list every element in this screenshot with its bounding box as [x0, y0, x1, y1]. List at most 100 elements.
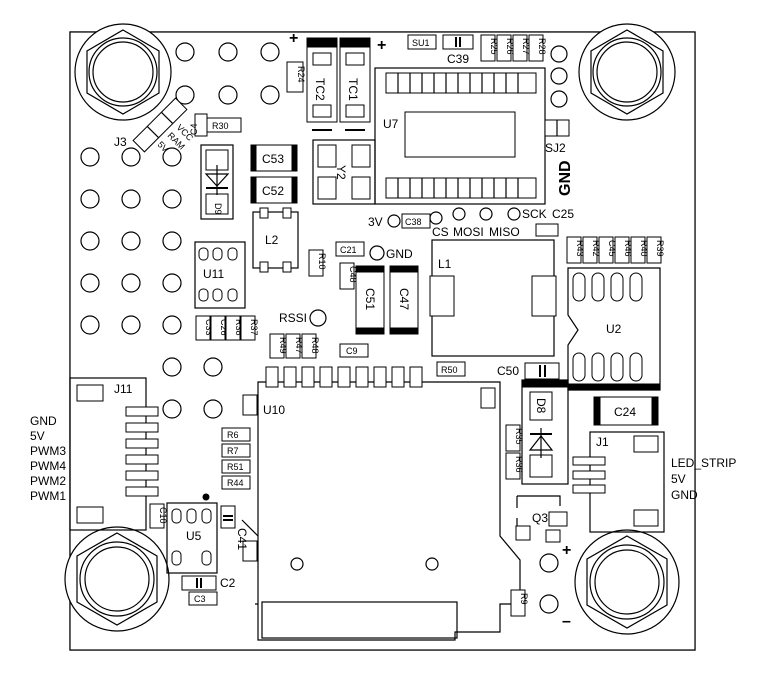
svg-text:SCK: SCK [522, 207, 547, 221]
svg-text:C50: C50 [497, 364, 519, 378]
svg-text:C4: C4 [189, 123, 199, 135]
svg-text:C51: C51 [363, 288, 377, 310]
resistors-r35-r36: R35 R36 [505, 424, 524, 480]
tc-plus-left: + [289, 30, 298, 47]
svg-text:R30: R30 [212, 121, 229, 131]
capacitor-c51: C51 [355, 265, 385, 335]
diode-d8: D8 [521, 379, 569, 485]
pwm-pin-label: PWM4 [30, 459, 66, 473]
svg-text:C38: C38 [405, 217, 422, 227]
mounting-hole-bottom-right [574, 529, 680, 635]
svg-text:RSSI: RSSI [279, 311, 307, 325]
svg-text:C26: C26 [219, 319, 229, 336]
svg-text:SU1: SU1 [412, 38, 430, 48]
svg-text:–: – [562, 613, 571, 630]
gnd-pad-label: GND [386, 247, 413, 261]
svg-text:C24: C24 [614, 405, 636, 419]
led-pin-labels: LED_STRIP 5V GND [671, 456, 736, 502]
pwm-pin-labels: GND 5V PWM3 PWM4 PWM2 PWM1 [30, 414, 66, 503]
resistor-su1: SU1 [407, 34, 437, 50]
capacitor-c53: C53 [250, 144, 298, 172]
svg-text:TC1: TC1 [346, 78, 360, 101]
capacitor-c3: C3 [188, 591, 218, 606]
resistor-r24: R24 [286, 61, 306, 93]
svg-text:R44: R44 [227, 478, 244, 488]
svg-text:C47: C47 [397, 288, 411, 310]
connector-j1: J1 [572, 431, 665, 533]
svg-text:R24: R24 [296, 66, 306, 83]
capacitor-c52: C52 [250, 176, 298, 204]
chip-u11: U11 [194, 241, 246, 309]
svg-text:+: + [562, 542, 571, 559]
capacitor-c47: C47 [389, 265, 419, 335]
transistor-q3: Q3 [515, 495, 568, 543]
svg-text:R36: R36 [514, 456, 524, 473]
spi-test-pads: 3V C38 CS MOSI MISO SCK C25 [368, 207, 574, 239]
svg-text:D8: D8 [534, 398, 548, 414]
svg-text:C21: C21 [340, 245, 357, 255]
svg-text:CS: CS [432, 225, 449, 239]
svg-text:R6: R6 [227, 430, 239, 440]
pwm-pin-label: PWM3 [30, 444, 66, 458]
svg-text:L1: L1 [438, 257, 452, 271]
svg-text:R26: R26 [505, 38, 515, 55]
svg-text:R9: R9 [519, 593, 529, 605]
chip-u2: U2 [567, 267, 661, 391]
svg-text:C53: C53 [262, 152, 284, 166]
led-pin-label: 5V [671, 472, 686, 486]
battery-pads: + – [539, 542, 571, 630]
svg-text:R39: R39 [655, 240, 665, 257]
pwm-pin-label: 5V [30, 429, 45, 443]
svg-text:U5: U5 [186, 529, 202, 543]
svg-text:R49: R49 [278, 337, 288, 354]
svg-text:R35: R35 [514, 428, 524, 445]
chip-u5: U5 [166, 493, 218, 574]
led-pin-label: LED_STRIP [671, 456, 736, 470]
capacitor-c50: C50 [497, 362, 560, 380]
svg-text:C39: C39 [447, 52, 469, 66]
capacitor-c48: C48 [339, 262, 358, 290]
svg-text:Q3: Q3 [532, 511, 548, 525]
svg-text:R37: R37 [249, 319, 259, 336]
mounting-hole-top-left [74, 23, 172, 121]
mounting-hole-bottom-left [64, 526, 170, 632]
svg-text:R48: R48 [310, 337, 320, 354]
svg-text:D9: D9 [213, 203, 223, 215]
capacitor-c39: C39 [442, 34, 474, 66]
svg-text:U2: U2 [606, 322, 622, 336]
gnd-test-pad [369, 245, 385, 261]
svg-text:C3: C3 [194, 594, 206, 604]
jumper-sj2: SJ2 [544, 119, 570, 155]
svg-text:C52: C52 [262, 184, 284, 198]
capacitor-tc1: TC1 [339, 37, 371, 131]
capacitor-tc2: TC2 [306, 37, 338, 131]
resistor-r9: R9 [510, 589, 529, 617]
sd-slot-u10: U10 [241, 366, 521, 641]
rssi-test-pad: RSSI [279, 309, 327, 327]
svg-text:C48: C48 [348, 266, 358, 283]
svg-text:Y2: Y2 [334, 165, 348, 180]
resistor-array-r25-r28: R25 R26 R27 R28 [480, 34, 547, 62]
svg-text:R28: R28 [537, 38, 547, 55]
svg-text:MISO: MISO [489, 225, 520, 239]
tc-plus-right: + [377, 37, 386, 54]
capacitor-c2: C2 [181, 575, 236, 591]
gnd-vertical-label: GND [557, 160, 574, 196]
pwm-pin-label: GND [30, 414, 57, 428]
diode-d9: D9 [200, 144, 234, 220]
chip-u7: U7 [374, 67, 546, 205]
svg-text:R7: R7 [227, 446, 239, 456]
svg-text:C2: C2 [220, 576, 236, 590]
connector-j3: J3 VCC RAM 5V [114, 97, 195, 154]
svg-text:U11: U11 [203, 267, 224, 281]
capacitor-c10: C10 [149, 503, 168, 529]
svg-text:C33: C33 [204, 319, 214, 336]
svg-text:MOSI: MOSI [453, 225, 484, 239]
svg-text:3V: 3V [368, 215, 383, 229]
mounting-hole-top-right [578, 23, 676, 121]
svg-text:R51: R51 [227, 462, 244, 472]
capacitor-c21: C21 [335, 241, 365, 257]
svg-text:R38: R38 [234, 319, 244, 336]
resistor-r50: R50 [436, 361, 466, 377]
